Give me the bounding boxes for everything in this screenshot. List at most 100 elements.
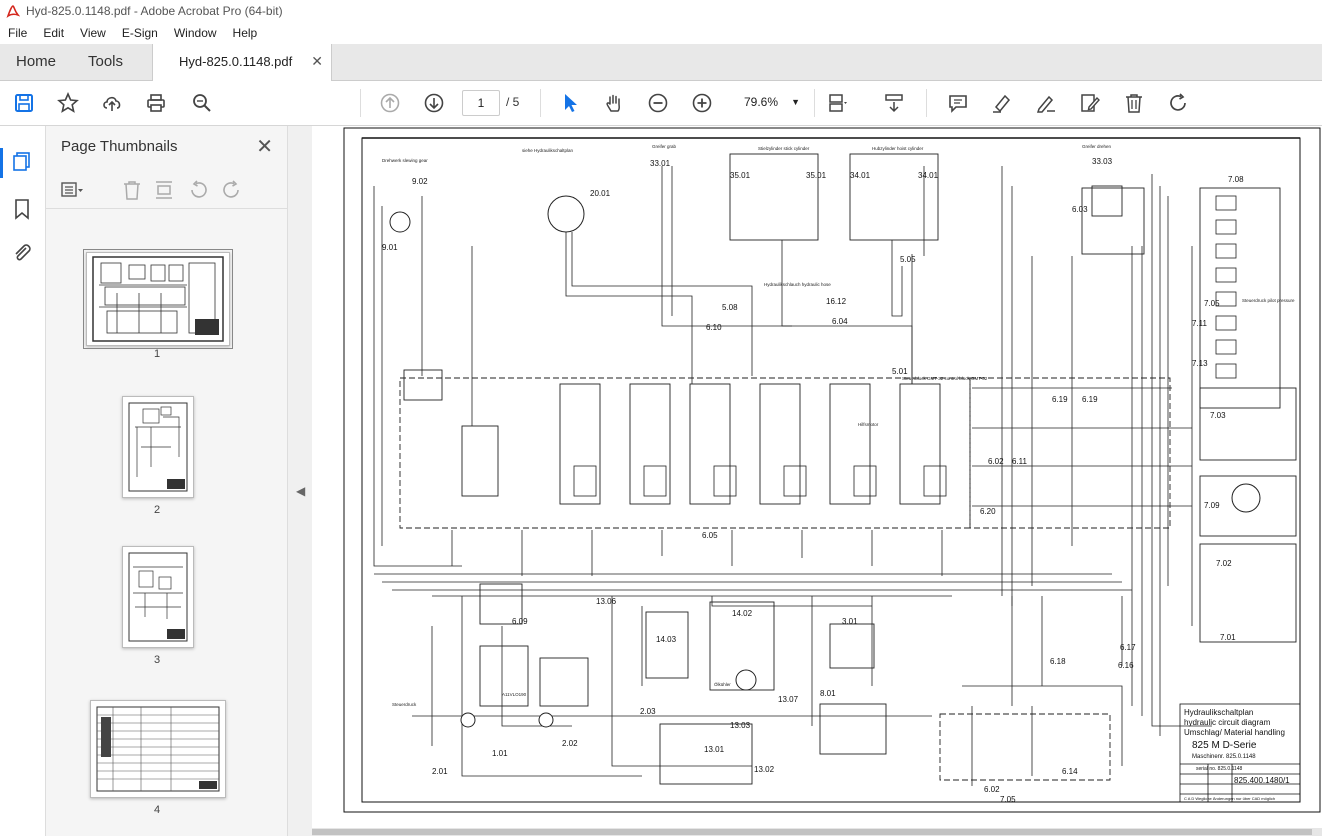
panel-title: Page Thumbnails [61, 138, 178, 155]
insert-page-icon[interactable] [152, 178, 176, 202]
close-tab-icon[interactable]: ✕ [311, 53, 323, 69]
delete-icon[interactable] [1122, 91, 1146, 115]
hydraulic-line [611, 596, 752, 767]
component-label: 6.19 [1052, 395, 1068, 404]
tab-home[interactable]: Home [16, 53, 57, 70]
collapse-left-icon: ◀ [296, 484, 306, 498]
component-label: 5.08 [722, 303, 738, 312]
schematic-annotation: Steuerblock GMT-32 control block GMT-32 [902, 376, 988, 381]
save-icon[interactable] [12, 91, 36, 115]
zoom-in-icon[interactable] [690, 91, 714, 115]
component-label: 7.03 [1210, 411, 1226, 420]
thumbnail-3-preview [128, 552, 188, 642]
menu-bar: File Edit View E-Sign Window Help [0, 22, 1322, 44]
component-label: 6.16 [1118, 661, 1134, 670]
component-label: 5.01 [892, 367, 908, 376]
left-rail [0, 126, 46, 836]
hscroll-thumb[interactable] [312, 829, 1312, 835]
page-down-icon[interactable] [422, 91, 446, 115]
component-label: 20.01 [590, 189, 611, 198]
options-menu-icon[interactable] [60, 178, 84, 202]
page-layout-icon[interactable] [826, 91, 850, 115]
menu-file[interactable]: File [8, 26, 28, 40]
thumbnail-label-1: 1 [153, 348, 161, 360]
panel-collapse-handle[interactable]: ◀ [288, 126, 312, 836]
component-label: 35.01 [730, 171, 751, 180]
zoom-out-icon[interactable] [646, 91, 670, 115]
page-up-icon[interactable] [378, 91, 402, 115]
rotate-ccw-icon[interactable] [186, 178, 210, 202]
component-label: 7.05 [1000, 795, 1016, 804]
title-block-machine-no: Maschinenr. 825.0.1148 [1192, 754, 1256, 760]
panel-toolbar [46, 172, 287, 209]
page-thumbnail-1[interactable] [83, 249, 233, 349]
document-hscrollbar[interactable] [312, 828, 1322, 836]
menu-edit[interactable]: Edit [43, 26, 65, 40]
valve-symbol [1215, 195, 1237, 211]
schematic-annotation: A11VLO190 [502, 692, 527, 697]
bookmark-icon[interactable] [11, 198, 33, 220]
page-thumbnail-2[interactable] [122, 396, 194, 498]
hand-icon[interactable] [602, 91, 626, 115]
component-label: 6.18 [1050, 657, 1066, 666]
thumbnail-label-2: 2 [153, 504, 161, 516]
main-toolbar: 1 / 5 79.6%▼ [0, 81, 1322, 126]
hydraulic-line [501, 626, 572, 727]
component-label: 6.09 [512, 617, 528, 626]
page-thumbnail-3[interactable] [122, 546, 194, 648]
zoom-select[interactable]: 79.6%▼ [738, 90, 802, 114]
component-label: 16.12 [826, 297, 847, 306]
hydraulic-line [661, 166, 792, 327]
menu-view[interactable]: View [80, 26, 106, 40]
schematic-annotation: Hilfsmotor [858, 422, 879, 427]
tab-document[interactable]: Hyd-825.0.1148.pdf ✕ [152, 44, 332, 81]
delete-page-icon[interactable] [120, 178, 144, 202]
comment-icon[interactable] [946, 91, 970, 115]
valve-symbol [1215, 315, 1237, 331]
thumbnail-2-preview [128, 402, 188, 492]
component-label: 14.03 [656, 635, 677, 644]
star-icon[interactable] [56, 91, 80, 115]
page-number-input[interactable]: 1 [462, 90, 500, 116]
component-label: 33.01 [650, 159, 671, 168]
component-label: 13.01 [704, 745, 725, 754]
hydraulic-line [565, 232, 693, 384]
schematic-annotation: siehe Hydraulikschaltplan [522, 148, 574, 153]
thumbnail-label-4: 4 [153, 804, 161, 816]
rotate-icon[interactable] [1166, 91, 1190, 115]
scroll-mode-icon[interactable] [882, 91, 906, 115]
page-thumbnails-icon[interactable] [11, 150, 33, 172]
component-label: 6.04 [832, 317, 848, 326]
close-panel-icon[interactable]: ✕ [256, 136, 273, 158]
hydraulic-line [711, 596, 872, 607]
component-label: 13.02 [754, 765, 775, 774]
upload-icon[interactable] [100, 91, 124, 115]
zoom-search-icon[interactable] [190, 91, 214, 115]
highlight-icon[interactable] [990, 91, 1014, 115]
component-label: 35.01 [806, 171, 827, 180]
schematic-annotation: Stielzylinder stick cylinder [758, 146, 810, 151]
component-label: 6.05 [702, 531, 718, 540]
title-block-de: Hydraulikschaltplan [1184, 708, 1254, 717]
attachment-icon[interactable] [11, 242, 33, 264]
menu-window[interactable]: Window [173, 26, 217, 40]
page-thumbnail-4[interactable] [90, 700, 226, 798]
menu-help[interactable]: Help [232, 26, 258, 40]
tab-tools[interactable]: Tools [88, 53, 124, 70]
page-total: / 5 [506, 95, 520, 109]
fill-sign-icon[interactable] [1078, 91, 1102, 115]
component-label: 6.02 [988, 457, 1004, 466]
menu-esign[interactable]: E-Sign [121, 26, 158, 40]
print-icon[interactable] [144, 91, 168, 115]
sign-icon[interactable] [1034, 91, 1058, 115]
window-title: Hyd-825.0.1148.pdf - Adobe Acrobat Pro (… [26, 4, 283, 18]
rotate-cw-icon[interactable] [220, 178, 244, 202]
schematic-annotation: Steuerdruck pilot pressure [1242, 298, 1295, 303]
spool-valve-symbol [573, 465, 597, 497]
hydraulic-line [373, 186, 462, 567]
select-cursor-icon[interactable] [558, 91, 582, 115]
window-titlebar: Hyd-825.0.1148.pdf - Adobe Acrobat Pro (… [0, 0, 1322, 22]
component-label: 8.01 [820, 689, 836, 698]
